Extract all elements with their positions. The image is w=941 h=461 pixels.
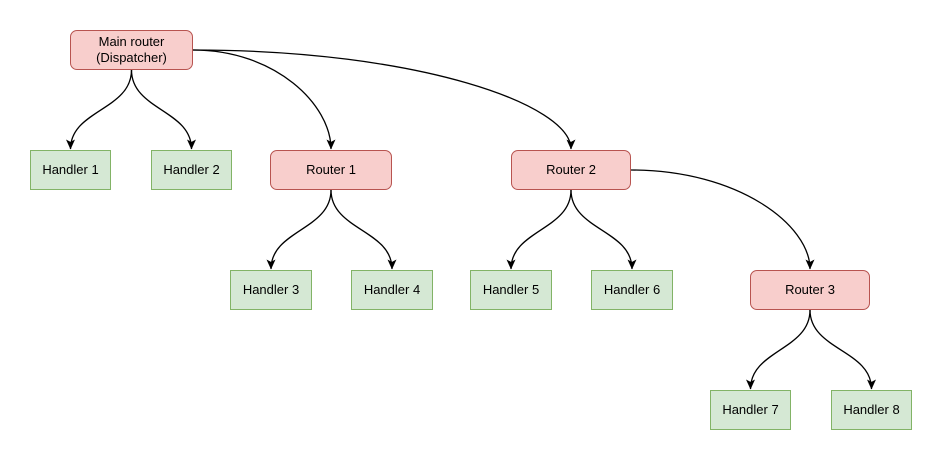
node-label-handler-3: Handler 3	[242, 282, 300, 297]
node-handler-5[interactable]: Handler 5	[470, 270, 552, 310]
edge-router-2-to-router-3	[630, 169, 815, 270]
node-label-router-3: Router 3	[785, 282, 835, 297]
node-label-handler-6: Handler 6	[603, 282, 661, 297]
node-router-1[interactable]: Router 1	[270, 150, 392, 190]
node-label-router-1: Router 1	[306, 162, 356, 177]
node-label-router-2: Router 2	[546, 162, 596, 177]
edge-main-router-to-router-1	[192, 49, 336, 150]
edge-main-router-to-handler-2	[130, 69, 196, 150]
edge-router-2-to-handler-5	[506, 189, 572, 270]
node-label-handler-4: Handler 4	[363, 282, 421, 297]
node-label-main-router: Main router (Dispatcher)	[96, 34, 167, 65]
node-handler-8[interactable]: Handler 8	[831, 390, 912, 430]
node-handler-3[interactable]: Handler 3	[230, 270, 312, 310]
node-handler-2[interactable]: Handler 2	[151, 150, 232, 190]
node-label-handler-8: Handler 8	[843, 402, 900, 417]
node-label-handler-1: Handler 1	[42, 162, 99, 177]
node-handler-6[interactable]: Handler 6	[591, 270, 673, 310]
edge-router-3-to-handler-8	[809, 309, 876, 390]
node-handler-4[interactable]: Handler 4	[351, 270, 433, 310]
edge-router-1-to-handler-3	[266, 189, 332, 270]
edge-router-3-to-handler-7	[746, 309, 811, 390]
node-main-router[interactable]: Main router (Dispatcher)	[70, 30, 193, 70]
edge-router-1-to-handler-4	[330, 189, 397, 270]
node-label-handler-7: Handler 7	[722, 402, 779, 417]
node-router-3[interactable]: Router 3	[750, 270, 870, 310]
node-label-handler-2: Handler 2	[163, 162, 220, 177]
edge-main-router-to-handler-1	[66, 69, 133, 150]
edge-main-router-to-router-2	[192, 49, 576, 150]
node-handler-1[interactable]: Handler 1	[30, 150, 111, 190]
edge-router-2-to-handler-6	[570, 189, 637, 270]
node-handler-7[interactable]: Handler 7	[710, 390, 791, 430]
node-label-handler-5: Handler 5	[482, 282, 540, 297]
node-router-2[interactable]: Router 2	[511, 150, 631, 190]
